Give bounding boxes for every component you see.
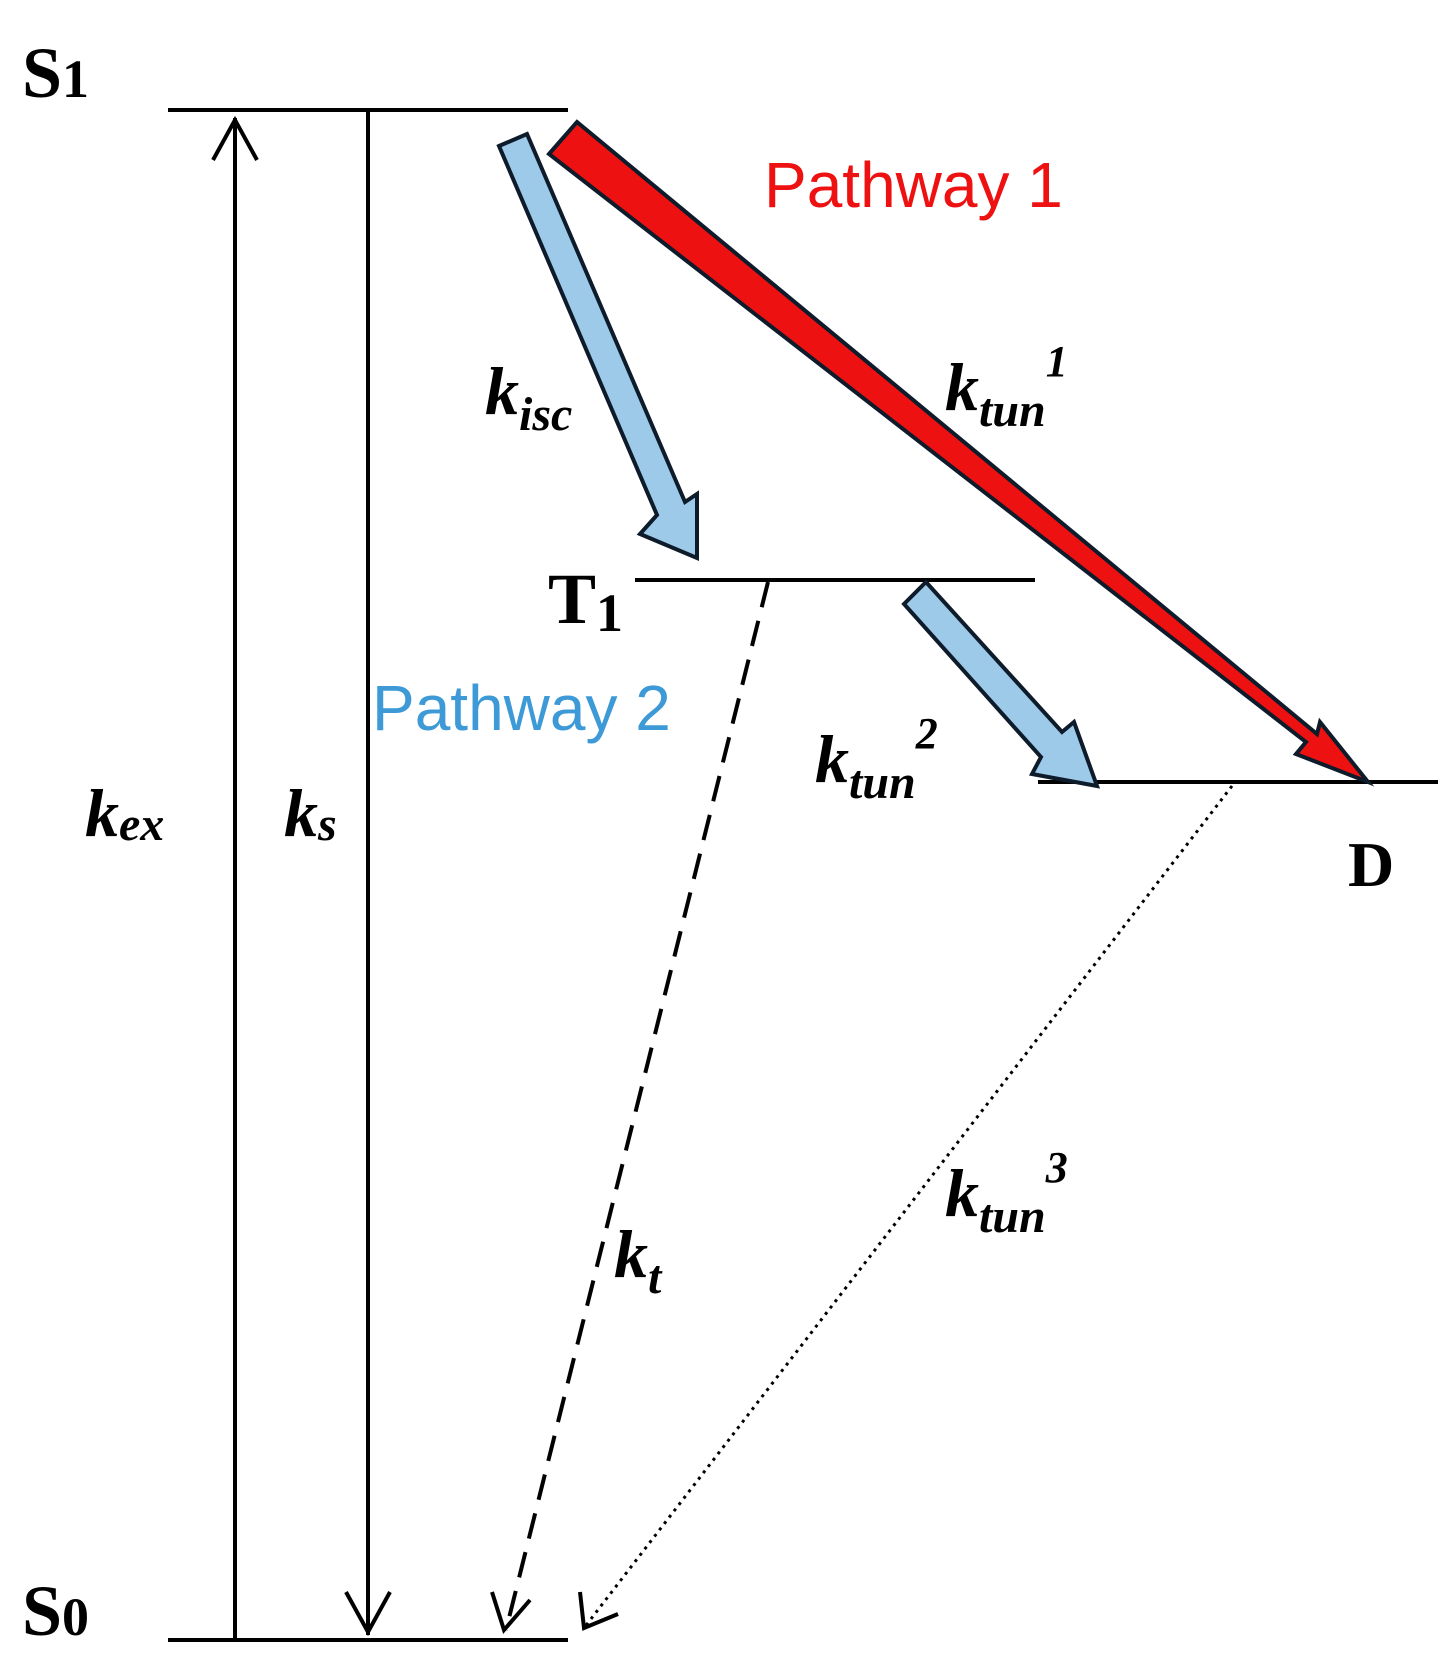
ks-label: ks xyxy=(284,775,337,851)
ktun1-label: ktun1 xyxy=(945,337,1068,437)
kt-label: kt xyxy=(614,1216,663,1304)
t1-label: T1 xyxy=(548,559,623,643)
pathway2-isc-arrow xyxy=(496,131,699,562)
kisc-label: kisc xyxy=(485,353,572,441)
s1-label: S1 xyxy=(22,33,89,113)
ktun2-label: ktun2 xyxy=(815,709,938,809)
pathway2-tunneling-arrow xyxy=(901,579,1101,789)
excitation-arrow xyxy=(211,115,259,1640)
pathway2-label: Pathway 2 xyxy=(372,672,671,744)
triplet-decay-dashed-arrow xyxy=(490,581,770,1635)
ktun3-label: ktun3 xyxy=(945,1143,1068,1243)
pathway1-label: Pathway 1 xyxy=(764,149,1063,221)
d-label: D xyxy=(1348,829,1394,900)
s0-label: S0 xyxy=(22,1571,89,1651)
singlet-decay-arrow xyxy=(344,112,392,1637)
pathway1-arrow xyxy=(546,119,1375,787)
kex-label: kex xyxy=(85,775,164,851)
tunneling-3-dotted-arrow xyxy=(578,785,1234,1631)
